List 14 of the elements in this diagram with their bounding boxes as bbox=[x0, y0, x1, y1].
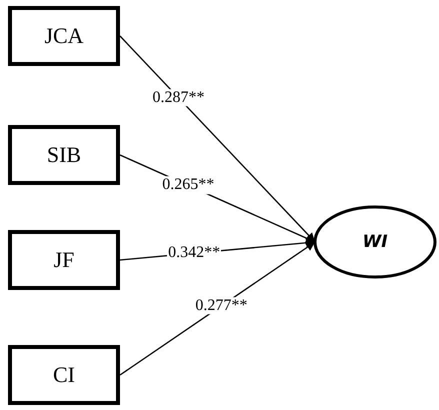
node-label: JCA bbox=[44, 23, 84, 49]
variable-box bbox=[8, 345, 120, 405]
edge-label: 0.287** bbox=[152, 89, 206, 107]
ellipse-node bbox=[313, 205, 437, 279]
variable-box bbox=[8, 230, 120, 290]
arrow bbox=[120, 36, 316, 242]
node-label: WI bbox=[362, 232, 388, 252]
node-label: JF bbox=[54, 247, 74, 273]
variable-box bbox=[8, 125, 120, 185]
edge-label: 0.277** bbox=[194, 297, 248, 315]
edge-label: 0.265** bbox=[161, 176, 216, 194]
node-label: CI bbox=[53, 362, 75, 388]
node-label: SIB bbox=[46, 142, 82, 168]
variable-box bbox=[8, 6, 120, 66]
